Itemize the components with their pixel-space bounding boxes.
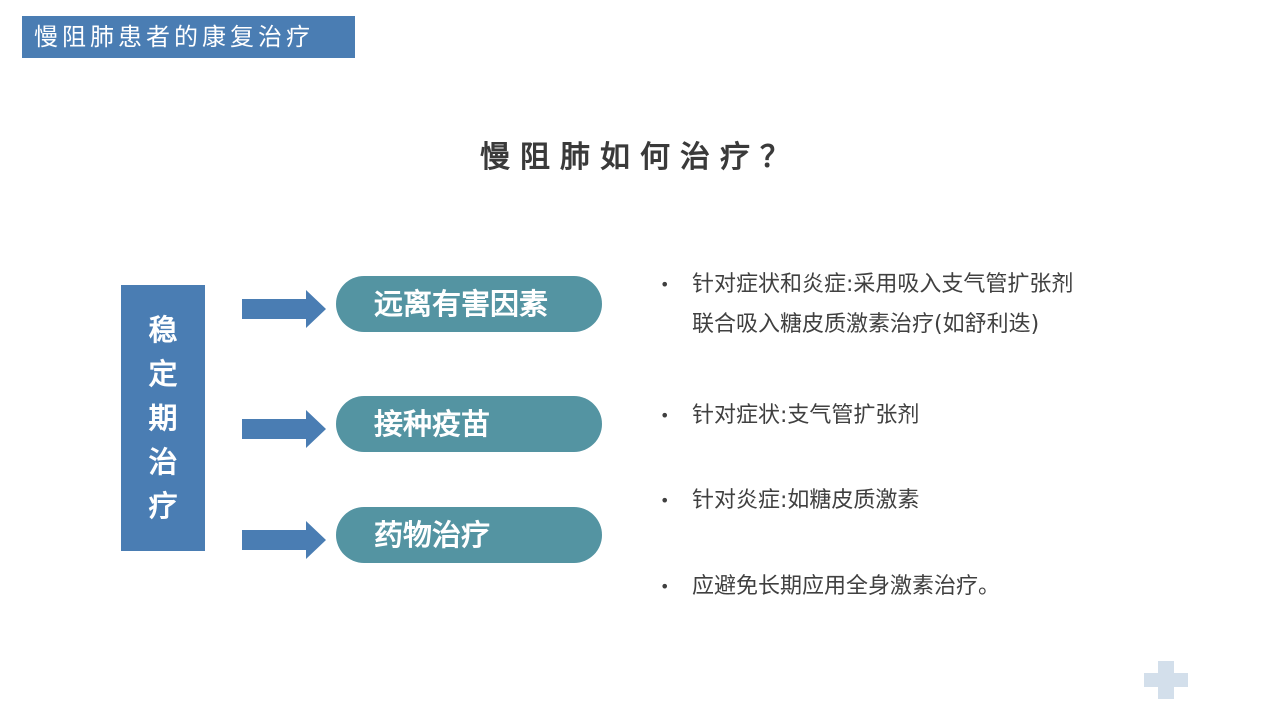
bullet-item: • 针对炎症:如糖皮质激素 — [660, 481, 919, 521]
branch-label: 接种疫苗 — [374, 407, 491, 441]
plus-icon — [1144, 661, 1188, 699]
bullet-text-line: 针对症状:支气管扩张剂 — [692, 403, 920, 428]
branch-label: 药物治疗 — [374, 518, 491, 552]
branch-medication: 药物治疗 — [336, 507, 602, 563]
bullet-item: • 针对症状:支气管扩张剂 — [660, 396, 919, 436]
stage-char: 疗 — [148, 489, 178, 523]
bullet-dot-icon: • — [660, 491, 670, 510]
bullet-text-line: 针对症状和炎症:采用吸入支气管扩张剂 — [692, 272, 1074, 297]
branch-label: 远离有害因素 — [374, 287, 549, 321]
arrow-right-icon — [242, 521, 326, 559]
page-title: 慢阻肺如何治疗？ — [480, 140, 800, 175]
arrow-right-icon — [242, 290, 326, 328]
branch-avoid-harmful-factors: 远离有害因素 — [336, 276, 602, 332]
bullet-item: • 应避免长期应用全身激素治疗。 — [660, 567, 1000, 607]
bullet-dot-icon: • — [660, 275, 670, 294]
stage-char: 定 — [148, 357, 178, 391]
arrow-right-icon — [242, 410, 326, 448]
bullet-text-line: 联合吸入糖皮质激素治疗(如舒利迭) — [692, 312, 1040, 337]
bullet-item: • 针对症状和炎症:采用吸入支气管扩张剂 联合吸入糖皮质激素治疗(如舒利迭) — [660, 265, 1073, 345]
bullet-text-line: 针对炎症:如糖皮质激素 — [692, 488, 920, 513]
stage-char: 稳 — [148, 313, 178, 347]
bullet-text-line: 应避免长期应用全身激素治疗。 — [692, 574, 1001, 599]
stage-char: 治 — [148, 445, 178, 479]
stage-box-stable-treatment: 稳 定 期 治 疗 — [121, 285, 205, 551]
stage-char: 期 — [148, 401, 178, 435]
bullet-dot-icon: • — [660, 406, 670, 425]
section-title-tag: 慢阻肺患者的康复治疗 — [22, 16, 355, 58]
bullet-dot-icon: • — [660, 577, 670, 596]
branch-vaccination: 接种疫苗 — [336, 396, 602, 452]
section-title: 慢阻肺患者的康复治疗 — [34, 23, 314, 51]
